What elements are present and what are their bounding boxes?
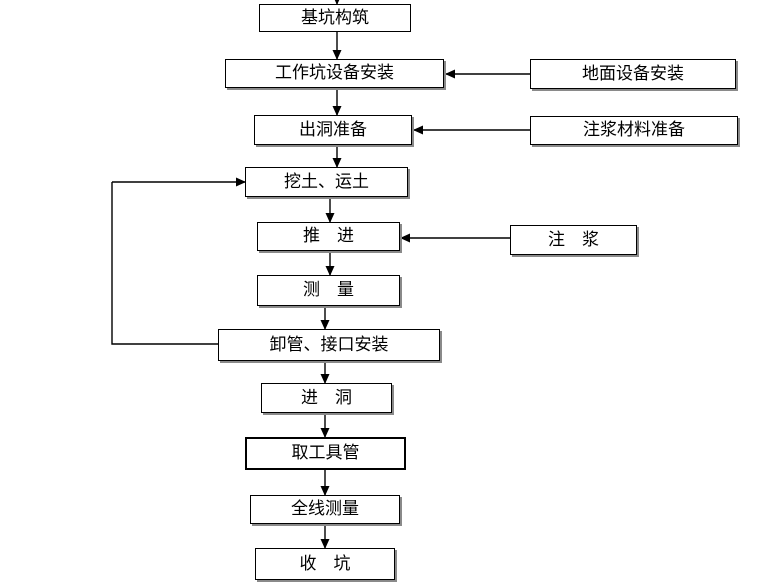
step-full-line-survey: 全线测量	[250, 495, 400, 524]
input-grouting: 注 浆	[510, 225, 637, 255]
step-pit-closure: 收 坑	[255, 548, 395, 580]
step-survey: 测 量	[257, 275, 400, 306]
step-excavation-transport: 挖土、运土	[245, 167, 408, 197]
step-pit-construction: 基坑构筑	[259, 4, 411, 32]
step-exit-preparation: 出洞准备	[254, 115, 412, 145]
input-ground-equipment: 地面设备安装	[530, 59, 736, 89]
step-working-pit-equipment: 工作坑设备安装	[225, 59, 444, 88]
step-pipe-unloading-joint: 卸管、接口安装	[218, 329, 440, 361]
loop-back-line	[111, 182, 218, 345]
input-grouting-material: 注浆材料准备	[530, 116, 738, 145]
step-jacking: 推 进	[257, 222, 400, 251]
step-tool-pipe-removal: 取工具管	[245, 437, 406, 470]
step-hole-entry: 进 洞	[261, 383, 392, 413]
